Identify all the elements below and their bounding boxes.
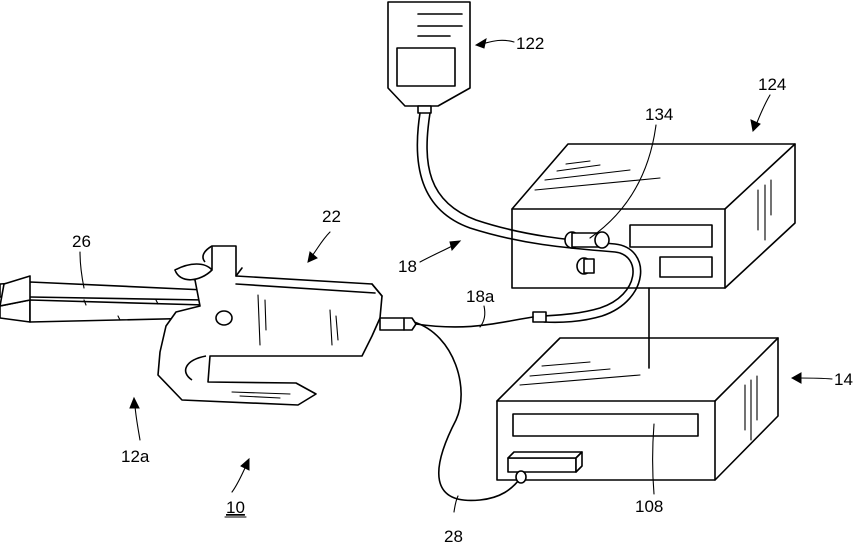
pump-unit <box>512 144 795 288</box>
label-system: 18 <box>398 257 417 276</box>
label-tip: 26 <box>72 232 91 251</box>
label-bag: 122 <box>516 34 544 53</box>
label-console: 14 <box>834 370 853 389</box>
label-tube: 18a <box>466 287 495 306</box>
console-unit <box>497 338 778 480</box>
label-cable: 28 <box>444 527 463 546</box>
label-jaw: 12a <box>121 447 150 466</box>
label-display: 108 <box>635 497 663 516</box>
label-instrument: 10 <box>226 498 245 517</box>
fluid-bag <box>388 2 470 113</box>
label-pump: 124 <box>758 75 786 94</box>
label-handpiece: 22 <box>322 207 341 226</box>
instrument-handpiece <box>0 246 416 405</box>
label-valve: 134 <box>645 105 673 124</box>
